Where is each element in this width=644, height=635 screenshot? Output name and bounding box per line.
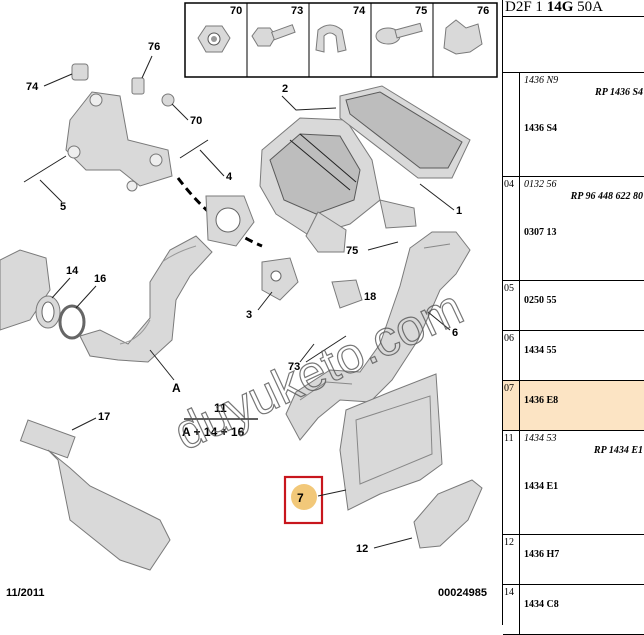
label-75: 75 <box>346 245 358 257</box>
label-74: 74 <box>26 81 39 93</box>
row-ref-rp: RP 96 448 622 80 <box>570 191 643 202</box>
row-ref-italic: 1434 53 <box>524 433 557 444</box>
sensor-18 <box>331 279 363 309</box>
label-76: 76 <box>148 41 160 53</box>
row-ref-rp: RP 1436 S4 <box>595 87 643 98</box>
label-2: 2 <box>282 83 288 95</box>
label-6: 6 <box>452 327 458 339</box>
air-duct <box>285 231 471 441</box>
label-3: 3 <box>246 309 252 321</box>
mounting-bracket <box>23 63 209 192</box>
reference-row[interactable]: 14 1434 C8 <box>503 585 644 635</box>
reference-rows: 1436 N9 RP 1436 S4 1436 S4 04 0132 56 RP 96 4… <box>503 73 644 635</box>
kit-formula: 11 A + 14 + 16 <box>182 401 258 439</box>
header-prefix: D2F 1 <box>505 0 547 15</box>
row-ref-bold: 1436 E8 <box>524 395 559 406</box>
row-code: 12 <box>503 535 520 584</box>
row-ref-rp: RP 1434 E1 <box>593 445 643 456</box>
legend-label-73: 73 <box>291 5 303 17</box>
nut-icon <box>197 25 231 53</box>
row-ref-bold: 0250 55 <box>524 295 557 306</box>
row-ref-bold: 1434 55 <box>524 345 557 356</box>
screw-icon <box>375 22 423 45</box>
label-16: 16 <box>94 273 106 285</box>
reference-row[interactable]: 11 1434 53 RP 1434 E1 1434 E1 <box>503 431 644 535</box>
row-ref-bold: 1434 C8 <box>524 599 559 610</box>
highlight-7: 7 <box>283 475 347 525</box>
header-suffix: 50A <box>573 0 603 15</box>
row-ref-bold: 0307 13 <box>524 227 557 238</box>
label-A: A <box>172 381 181 395</box>
duct-elbow-12 <box>413 479 483 549</box>
label-5: 5 <box>60 201 66 213</box>
legend-label-74: 74 <box>353 5 366 17</box>
row-ref-italic: 1436 N9 <box>524 75 559 86</box>
bracket-17 <box>19 419 171 571</box>
seal-ring-14 <box>35 295 61 329</box>
legend-label-70: 70 <box>230 5 242 17</box>
row-code: 14 <box>503 585 520 634</box>
header-bold: 14G <box>546 0 574 15</box>
row-code: 05 <box>503 281 520 330</box>
reference-panel: D2F 1 14G 50A 1436 N9 RP 1436 S4 1436 S4 04… <box>502 0 644 635</box>
legend-label-76: 76 <box>477 5 489 17</box>
reference-row[interactable]: 12 1436 H7 <box>503 535 644 585</box>
row-code: 04 <box>503 177 520 280</box>
label-12: 12 <box>356 543 368 555</box>
air-filter-housing <box>259 117 417 253</box>
row-code <box>503 73 520 176</box>
label-73: 73 <box>288 361 300 373</box>
panel-header: D2F 1 14G 50A <box>503 0 644 17</box>
reference-row[interactable]: 04 0132 56 RP 96 448 622 80 0307 13 <box>503 177 644 281</box>
reference-row[interactable]: 1436 N9 RP 1436 S4 1436 S4 <box>503 73 644 177</box>
row-ref-bold: 1436 S4 <box>524 123 558 134</box>
label-7: 7 <box>297 491 304 505</box>
intake-hose <box>79 235 213 363</box>
heat-shield <box>339 373 443 511</box>
spring-clip-icon <box>443 19 483 55</box>
label-14: 14 <box>66 265 79 277</box>
diagram-doc-number: 00024985 <box>438 587 487 599</box>
kit-formula-text: A + 14 + 16 <box>182 425 245 439</box>
label-17: 17 <box>98 411 110 423</box>
legend-label-75: 75 <box>415 5 427 17</box>
clip-icon <box>315 24 347 53</box>
reference-row[interactable]: 06 1434 55 <box>503 331 644 381</box>
diagram-date: 11/2011 <box>6 587 45 599</box>
clamp-16 <box>58 304 86 340</box>
label-1: 1 <box>456 205 462 217</box>
parts-diagram: 70 73 74 75 76 <box>0 2 498 599</box>
panel-blank-row <box>503 17 644 73</box>
hose-bracket <box>261 257 299 301</box>
row-code: 06 <box>503 331 520 380</box>
filter-element <box>339 85 471 179</box>
row-code: 07 <box>503 381 520 430</box>
bolt-icon <box>251 24 296 47</box>
row-ref-bold: 1436 H7 <box>524 549 560 560</box>
hardware-legend: 70 73 74 75 76 <box>184 2 498 78</box>
row-ref-bold: 1434 E1 <box>524 481 559 492</box>
label-11: 11 <box>214 401 227 415</box>
reference-row[interactable]: 07 1436 E8 <box>503 381 644 431</box>
label-4: 4 <box>226 171 233 183</box>
row-ref-italic: 0132 56 <box>524 179 557 190</box>
label-18: 18 <box>364 291 376 303</box>
reference-row[interactable]: 05 0250 55 <box>503 281 644 331</box>
label-70: 70 <box>190 115 202 127</box>
throttle-body <box>0 195 255 331</box>
row-code: 11 <box>503 431 520 534</box>
